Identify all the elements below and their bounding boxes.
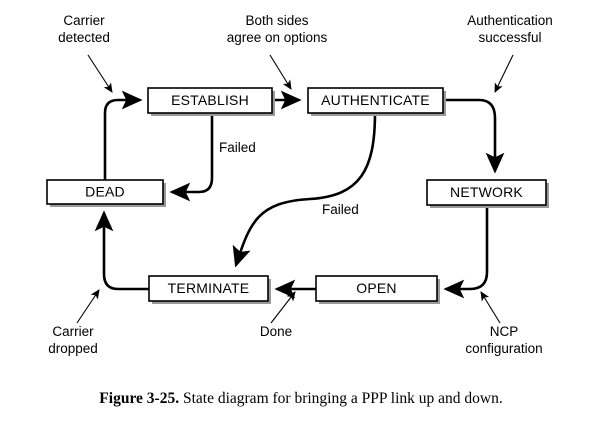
state-node-terminate[interactable]: TERMINATE [148,275,271,304]
annotation-ncp-configuration-pointer [480,291,501,324]
edge-path-terminate-to-dead [94,210,149,291]
transition-authenticate-to-terminate: Failed [232,112,377,268]
establish-label: ESTABLISH [171,92,249,108]
annotation-carrier-dropped-line2: dropped [48,341,98,356]
network-box[interactable] [426,179,547,206]
state-node-establish[interactable]: ESTABLISH [147,87,275,116]
figure-caption-text: State diagram for bringing a PPP link up… [182,390,503,407]
authenticate-box[interactable] [307,87,444,114]
figure-caption: Figure 3-25. State diagram for bringing … [0,390,602,408]
figure-caption-label: Figure 3-25. [99,390,180,407]
annotation-carrier-detected-line1: Carrier [63,13,105,28]
transition-establish-to-dead: Failed [169,113,256,202]
annotation-ncp-configuration: NCP configuration [465,291,543,356]
annotation-done: Done [260,291,296,339]
state-node-dead[interactable]: DEAD [46,179,166,207]
annotation-carrier-dropped: Carrier dropped [48,289,100,356]
transition-authenticate-to-network [443,98,505,174]
annotation-done-pointer [270,291,296,324]
transition-dead-to-establish [103,90,143,180]
terminate-label: TERMINATE [168,280,250,296]
annotation-ncp-configuration-line2: configuration [465,341,542,356]
annotation-both-sides-agree-line2: agree on options [227,30,328,45]
dead-label: DEAD [85,184,125,200]
edge-path-network-to-open [443,205,489,299]
edge-path-authenticate-to-network [443,98,505,174]
open-box[interactable] [315,275,438,302]
annotation-carrier-dropped-line1: Carrier [52,324,94,339]
annotation-authentication-successful: Authentication successful [467,13,553,93]
network-label: NETWORK [450,184,523,200]
state-node-open[interactable]: OPEN [315,275,440,304]
edge-path-dead-to-establish [103,90,143,180]
annotation-carrier-detected-line2: detected [58,30,110,45]
transition-terminate-to-dead [94,210,149,291]
edge-label-failed-establish: Failed [219,140,256,155]
annotation-authentication-successful-line1: Authentication [467,13,553,28]
edge-label-failed-authenticate: Failed [322,202,359,217]
open-label: OPEN [356,280,396,296]
annotation-carrier-detected-pointer [87,54,113,93]
annotation-both-sides-agree-line1: Both sides [245,13,308,28]
annotation-both-sides-agree: Both sides agree on options [227,13,328,90]
terminate-box[interactable] [148,275,269,302]
establish-box[interactable] [147,87,273,114]
annotation-authentication-successful-pointer [494,54,514,93]
dead-box[interactable] [46,179,164,205]
state-node-network[interactable]: NETWORK [426,179,549,208]
annotation-carrier-dropped-pointer [76,289,100,324]
edge-path-authenticate-to-terminate [232,112,377,268]
state-node-authenticate[interactable]: AUTHENTICATE [307,87,446,116]
annotation-ncp-configuration-line1: NCP [490,324,519,339]
annotation-authentication-successful-line2: successful [478,30,541,45]
annotation-done-line1: Done [260,324,292,339]
annotation-both-sides-agree-pointer [269,54,292,90]
annotation-carrier-detected: Carrier detected [58,13,113,93]
transition-network-to-open [443,205,489,299]
edge-path-establish-to-dead [169,113,214,202]
authenticate-label: AUTHENTICATE [321,92,430,108]
